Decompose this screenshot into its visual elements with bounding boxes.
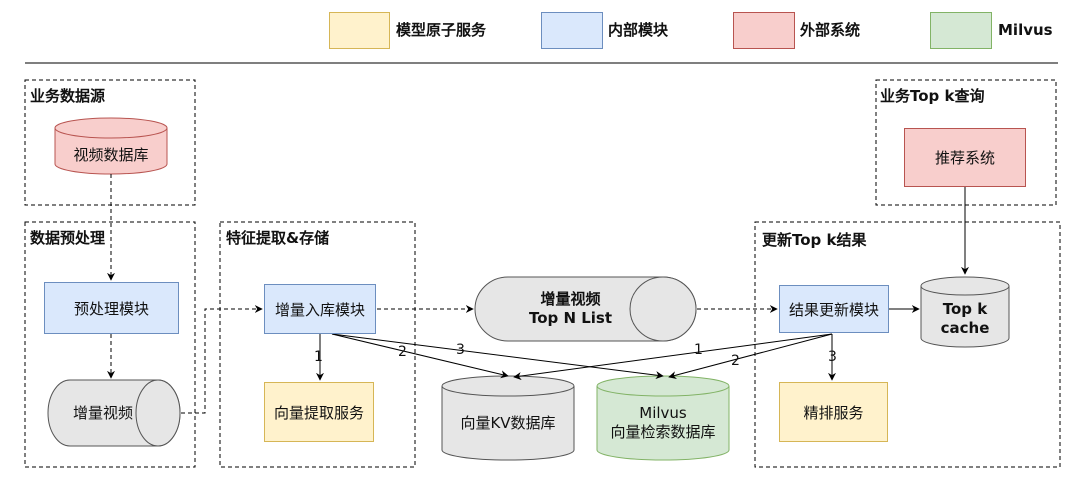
group-update-topk	[754, 221, 1061, 468]
group-preprocess	[24, 221, 196, 468]
edge-update-to-kv	[513, 333, 833, 380]
edge-ingest-to-milvus	[331, 333, 664, 380]
group-title-biz-query: 业务Top k查询	[880, 87, 985, 105]
topk-cache-cylinder	[920, 276, 1010, 348]
incr-video-label: 增量视频	[72, 403, 133, 422]
edge-label-ingest-milvus: 3	[456, 342, 465, 358]
legend-swatch-internal-module	[541, 12, 603, 49]
incr-video-tube	[47, 379, 181, 447]
video-db-cylinder	[54, 117, 168, 175]
group-title-update-topk: 更新Top k结果	[762, 231, 867, 249]
milvus-db-label-line2: 向量检索数据库	[610, 423, 716, 441]
topk-cache-label-line1: Top k	[942, 300, 988, 318]
legend-label-milvus: Milvus	[998, 21, 1053, 39]
edge-incr-video-to-ingest	[181, 305, 263, 414]
legend-label-internal-module: 内部模块	[608, 21, 669, 39]
milvus-db-label-line1: Milvus	[639, 404, 687, 422]
incr-ingest-node: 增量入库模块	[264, 284, 376, 334]
preprocess-module-node: 预处理模块	[44, 282, 179, 334]
edge-ingest-to-kv	[331, 333, 509, 379]
edge-label-update-kv: 1	[694, 342, 703, 358]
group-biz-query	[875, 79, 1057, 206]
topn-list-tube	[474, 276, 697, 342]
vector-extract-node: 向量提取服务	[264, 382, 374, 442]
edge-label-update-rerank: 3	[828, 349, 837, 365]
kv-db-label: 向量KV数据库	[460, 413, 556, 432]
topk-cache-label: Top k cache	[921, 296, 1009, 342]
video-db-label: 视频数据库	[73, 145, 149, 164]
group-biz-source	[24, 79, 196, 206]
recommend-system-node: 推荐系统	[904, 128, 1026, 187]
edge-label-ingest-extract: 1	[314, 349, 323, 365]
legend-swatch-external-system	[733, 12, 795, 49]
edge-label-ingest-kv: 2	[398, 344, 407, 360]
edge-update-to-milvus	[668, 333, 833, 380]
topn-list-label-line2: Top N List	[528, 309, 613, 327]
kv-db-cylinder	[441, 375, 575, 461]
legend-swatch-milvus	[930, 12, 992, 49]
topk-cache-label-line2: cache	[940, 319, 990, 337]
legend-label-external-system: 外部系统	[800, 21, 861, 39]
edge-label-update-milvus: 2	[731, 353, 740, 369]
group-title-feature: 特征提取&存储	[226, 229, 330, 247]
group-title-preprocess: 数据预处理	[30, 229, 106, 247]
topn-list-label: 增量视频 Top N List	[478, 286, 663, 332]
milvus-cylinder	[596, 375, 730, 461]
milvus-db-label: Milvus 向量检索数据库	[597, 400, 729, 446]
rerank-node: 精排服务	[779, 382, 888, 442]
group-title-biz-source: 业务数据源	[30, 87, 106, 105]
result-update-node: 结果更新模块	[779, 285, 889, 333]
legend-swatch-model-service	[329, 12, 390, 49]
topn-list-label-line1: 增量视频	[540, 290, 601, 308]
legend-label-model-service: 模型原子服务	[396, 21, 487, 39]
